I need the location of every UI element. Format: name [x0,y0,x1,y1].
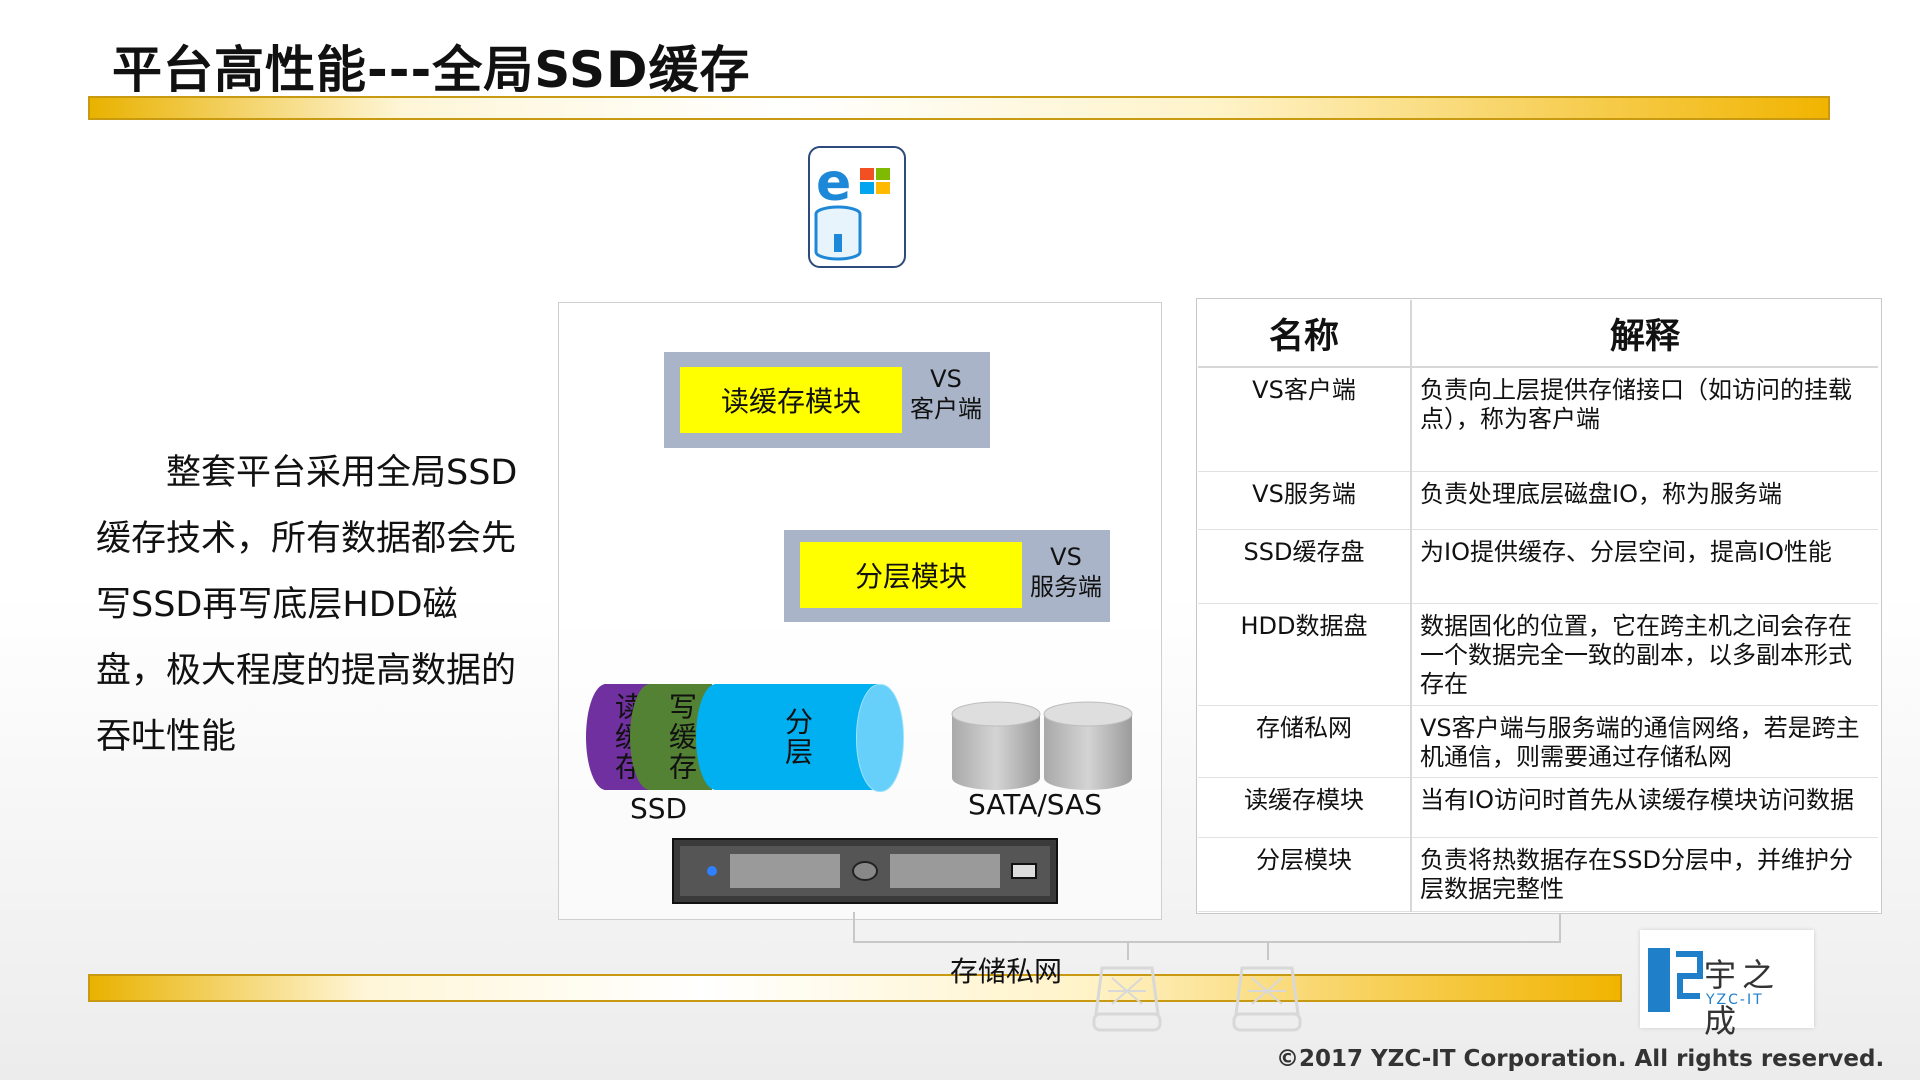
hdd-label: SATA/SAS [968,788,1103,821]
server-chassis-icon [672,838,1058,908]
table-row: VS服务端 负责处理底层磁盘IO，称为服务端 [1198,471,1878,529]
table-header-desc: 解释 [1411,300,1878,368]
table-row: SSD缓存盘 为IO提供缓存、分层空间，提高IO性能 [1198,529,1878,603]
logo-chinese-text: 宇之成 [1704,956,1781,1040]
table-cell-desc: 负责将热数据存在SSD分层中，并维护分层数据完整性 [1420,845,1853,903]
read-cache-module-label: 读缓存模块 [680,367,902,433]
slide-title: 平台高性能---全局SSD缓存 [112,41,751,99]
vs-server-label: VS 服务端 [1022,542,1110,602]
tier-module-box: 分层模块 VS 服务端 [784,530,1110,622]
title-underline-bar [88,96,1830,120]
table-row: 分层模块 负责将热数据存在SSD分层中，并维护分层数据完整性 [1198,837,1878,911]
table-cell-name: HDD数据盘 [1198,603,1412,705]
table-cell-desc: 为IO提供缓存、分层空间，提高IO性能 [1420,537,1832,566]
table-cell-desc: 当有IO访问时首先从读缓存模块访问数据 [1420,785,1854,814]
company-logo: 宇之成 YZC-IT [1640,930,1814,1040]
table-cell-desc: 数据固化的位置，它在跨主机之间会存在一个数据完全一致的副本，以多副本形式存在 [1420,611,1852,698]
vs-client-line1: VS [930,365,962,393]
table-cell-desc: 负责向上层提供存储接口（如访问的挂载点），称为客户端 [1420,376,1852,433]
bottom-gold-bar [88,974,1622,1002]
ssd-label: SSD [630,792,688,825]
tier-module-label: 分层模块 [800,542,1022,608]
vs-client-label: VS 客户端 [902,364,990,424]
table-cell-name: SSD缓存盘 [1198,529,1412,603]
vs-server-line2: 服务端 [1030,573,1102,601]
table-cell-name: 分层模块 [1198,837,1412,911]
hdd-disk-icon [950,700,1136,796]
table-cell-desc: 负责处理底层磁盘IO，称为服务端 [1420,479,1782,508]
logo-english-text: YZC-IT [1706,992,1764,1008]
table-cell-name: 存储私网 [1198,705,1412,777]
storage-network-label: 存储私网 [950,955,1063,988]
network-switch-icon [1092,964,1162,1038]
ssd-cylinder: 读缓存 写缓存 分层 [586,684,904,792]
table-cell-name: VS服务端 [1198,471,1412,529]
vs-server-line1: VS [1050,543,1082,571]
table-row: 读缓存模块 当有IO访问时首先从读缓存模块访问数据 [1198,777,1878,837]
read-cache-module-box: 读缓存模块 VS 客户端 [664,352,990,448]
table-header-name: 名称 [1198,300,1412,368]
table-cell-name: 读缓存模块 [1198,777,1412,837]
intro-text: 整套平台采用全局SSD缓存技术，所有数据都会先写SSD再写底层HDD磁盘，极大程… [96,453,518,757]
svg-text:e: e [816,153,851,213]
network-connector-lines [853,912,1561,960]
table-cell-desc: VS客户端与服务端的通信网络，若是跨主机通信，则需要通过存储私网 [1420,713,1860,771]
ssd-tier-segment: 分层 [716,684,878,790]
storage-app-icon: e [808,146,906,268]
vs-client-line2: 客户端 [910,395,982,423]
table-row: HDD数据盘 数据固化的位置，它在跨主机之间会存在一个数据完全一致的副本，以多副… [1198,603,1878,705]
copyright-text: ©2017 YZC-IT Corporation. All rights res… [1276,1046,1885,1072]
definition-table: 名称 解释 VS客户端 负责向上层提供存储接口（如访问的挂载点），称为客户端 V… [1198,300,1878,912]
table-cell-name: VS客户端 [1198,367,1412,471]
network-switch-icon [1232,964,1302,1038]
table-row: VS客户端 负责向上层提供存储接口（如访问的挂载点），称为客户端 [1198,367,1878,471]
intro-paragraph: 整套平台采用全局SSD缓存技术，所有数据都会先写SSD再写底层HDD磁盘，极大程… [96,440,526,770]
ssd-right-cap [856,684,904,792]
table-row: 存储私网 VS客户端与服务端的通信网络，若是跨主机通信，则需要通过存储私网 [1198,705,1878,777]
logo-mark-icon [1648,948,1703,1012]
